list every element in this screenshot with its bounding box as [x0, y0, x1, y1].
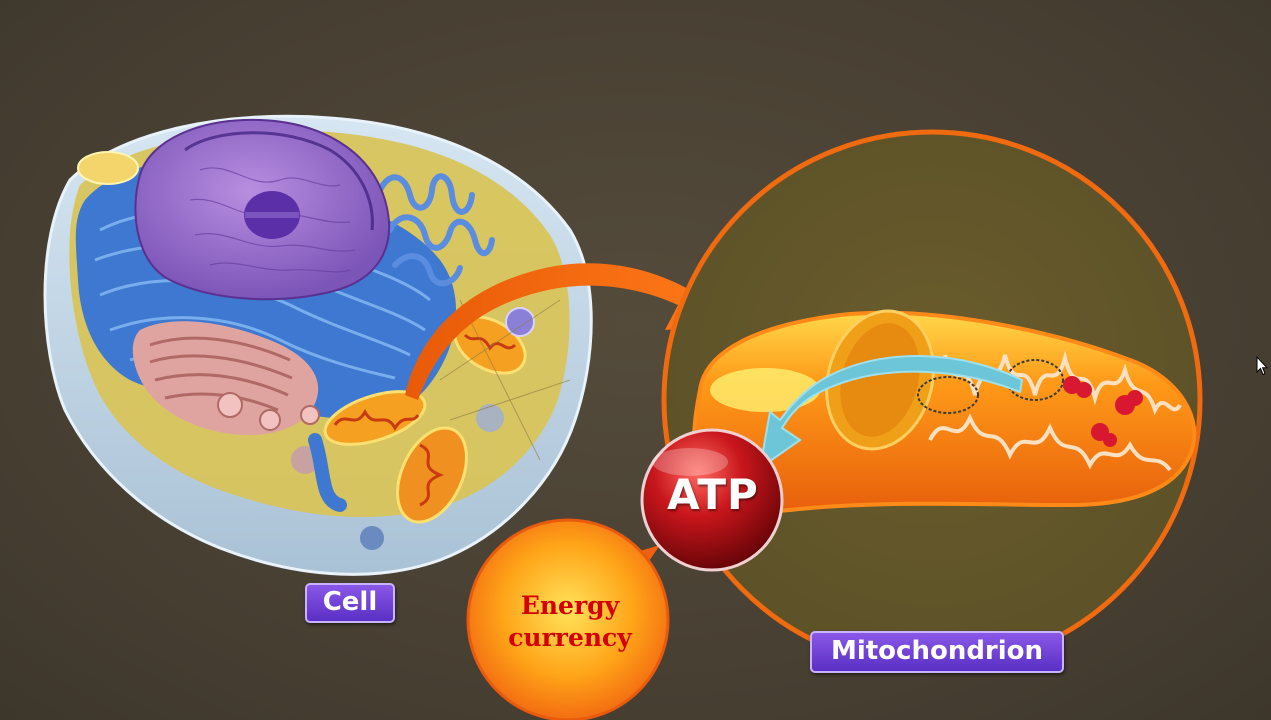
- energy-currency-line2: currency: [508, 623, 632, 652]
- golgi-tubes: [377, 173, 495, 287]
- cell-mitochondria: [323, 315, 527, 524]
- energy-currency-line1: Energy: [520, 591, 620, 620]
- atp-label: ATP: [667, 470, 759, 519]
- transfer-arrow: [405, 262, 738, 400]
- mitochondrion-label: Mitochondrion: [810, 631, 1064, 673]
- atp-release-arrow: [758, 355, 1024, 471]
- cell-illustration: [43, 114, 593, 576]
- mitochondrion-zoom: [661, 129, 1203, 671]
- atp-sphere: [640, 428, 784, 572]
- energy-speech-bubble: [466, 518, 670, 720]
- cell-label: Cell: [305, 583, 395, 623]
- golgi-apparatus: [132, 321, 320, 435]
- mouse-pointer-icon: [1256, 356, 1268, 376]
- energy-currency-label: Energy currency: [470, 590, 670, 654]
